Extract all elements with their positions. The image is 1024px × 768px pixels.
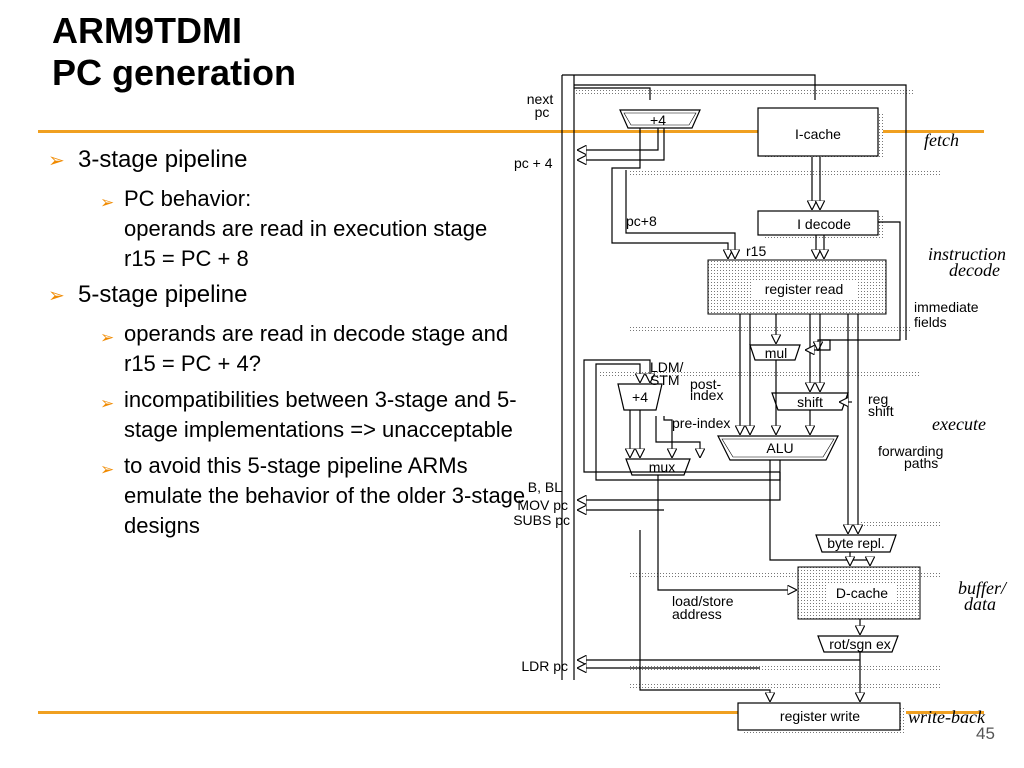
bullet-text: 5-stage pipeline — [78, 281, 248, 308]
bullet-list: ➢ 3-stage pipeline ➢ PC behavior: operan… — [48, 145, 528, 547]
bullet-arrow-icon: ➢ — [100, 460, 115, 479]
bullet-text: 3-stage pipeline — [78, 146, 248, 173]
sub-bullet-emulate: ➢ to avoid this 5-stage pipeline ARMs em… — [100, 451, 528, 541]
label-pc-plus4: pc + 4 — [514, 155, 553, 171]
alu-label: ALU — [766, 440, 793, 456]
register-write-label: register write — [780, 708, 860, 724]
rot-sgn-label: rot/sgn ex — [829, 636, 890, 652]
mul-label: mul — [765, 345, 788, 361]
label-index: index — [690, 387, 723, 403]
bullet-3-stage: ➢ 3-stage pipeline — [48, 145, 528, 176]
register-write-block: register write — [737, 702, 906, 735]
top-divider — [38, 130, 984, 133]
plus4-top-label: +4 — [650, 112, 666, 128]
label-immediate: immediate — [914, 299, 979, 315]
label-loadstore: load/store — [672, 593, 734, 609]
label-stm: STM — [650, 372, 680, 388]
stage-decode-1: instruction — [928, 244, 1006, 264]
idecode-label: I decode — [797, 216, 851, 232]
stage-buffer-1: buffer/ — [958, 578, 1008, 598]
label-pc: pc — [535, 104, 550, 120]
stage-separators — [575, 90, 940, 689]
slide-number: 45 — [976, 724, 995, 743]
mux-block: mux — [625, 458, 691, 476]
diagram-labels: next pc pc + 4 pc+8 r15 immediate fields… — [513, 91, 979, 674]
label-paths: paths — [904, 455, 938, 471]
plus4-mid-label: +4 — [632, 389, 648, 405]
bullet-arrow-icon: ➢ — [100, 394, 115, 413]
register-read-label: register read — [765, 281, 844, 297]
sub-bullet-pc-behavior: ➢ PC behavior: operands are read in exec… — [100, 184, 528, 274]
dcache-block: D-cache — [797, 566, 921, 620]
alu-block: ALU — [717, 435, 839, 461]
label-movpc: MOV pc — [517, 497, 568, 513]
stage-buffer-2: data — [964, 594, 996, 614]
label-address: address — [672, 606, 722, 622]
shift-block: shift — [771, 392, 849, 411]
byte-repl-block: byte repl. — [815, 534, 897, 553]
title-line-2: PC generation — [52, 52, 297, 93]
bottom-divider — [38, 711, 984, 714]
bullet-arrow-icon: ➢ — [48, 150, 65, 172]
plus4-top-adder: +4 — [619, 109, 701, 129]
stage-labels: fetch instruction decode execute buffer/… — [908, 130, 1008, 727]
shift-label: shift — [797, 394, 823, 410]
label-ldm: LDM/ — [650, 359, 684, 375]
sub-bullet-text: operands are read in decode stage and r1… — [124, 321, 509, 376]
pc-bus — [561, 74, 907, 680]
datapath-wires — [578, 128, 901, 701]
stage-execute: execute — [932, 414, 986, 434]
label-shift: shift — [868, 403, 894, 419]
label-subspc: SUBS pc — [513, 512, 570, 528]
sub-bullet-text: to avoid this 5-stage pipeline ARMs emul… — [124, 453, 526, 538]
mux-label: mux — [649, 459, 675, 475]
sub-bullet-incompatibilities: ➢ incompatibilities between 3-stage and … — [100, 385, 528, 445]
icache-block: I-cache — [757, 107, 883, 157]
register-read-block: register read — [707, 259, 887, 315]
slide-title: ARM9TDMI PC generation — [52, 10, 296, 94]
sub-bullet-operands: ➢ operands are read in decode stage and … — [100, 319, 528, 379]
mul-block: mul — [749, 344, 801, 361]
bullet-arrow-icon: ➢ — [100, 193, 115, 212]
label-preindex: pre-index — [672, 415, 730, 431]
rot-sgn-block: rot/sgn ex — [817, 635, 899, 653]
label-reg: reg — [868, 391, 888, 407]
label-forwarding: forwarding — [878, 443, 943, 459]
icache-label: I-cache — [795, 126, 841, 142]
label-bbl: B, BL — [528, 479, 562, 495]
label-next: next — [527, 91, 554, 107]
dcache-label: D-cache — [836, 585, 888, 601]
title-line-1: ARM9TDMI — [52, 10, 242, 51]
bullet-arrow-icon: ➢ — [100, 328, 115, 347]
label-ldrpc: LDR pc — [521, 658, 568, 674]
label-fields: fields — [914, 314, 947, 330]
label-r15: r15 — [746, 243, 766, 259]
label-post: post- — [690, 376, 721, 392]
byte-repl-label: byte repl. — [827, 535, 885, 551]
stage-writeback: write-back — [908, 707, 986, 727]
bullet-arrow-icon: ➢ — [48, 285, 65, 307]
label-pc-plus8: pc+8 — [626, 213, 657, 229]
plus4-mid-adder: +4 — [617, 383, 663, 411]
stage-decode-2: decode — [949, 260, 1000, 280]
sub-bullet-text: incompatibilities between 3-stage and 5-… — [124, 387, 517, 442]
stage-fetch: fetch — [924, 130, 959, 150]
bullet-5-stage: ➢ 5-stage pipeline — [48, 280, 528, 311]
sub-bullet-text: PC behavior: operands are read in execut… — [124, 186, 488, 271]
idecode-block: I decode — [757, 210, 883, 239]
